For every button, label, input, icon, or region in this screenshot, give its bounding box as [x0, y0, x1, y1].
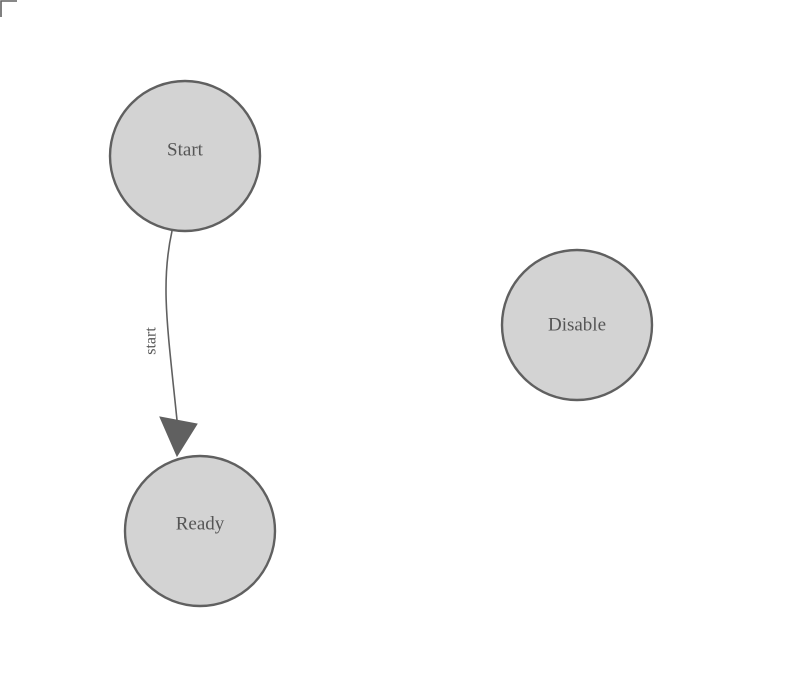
node-start[interactable]: Start: [108, 79, 262, 233]
edge-line: [165, 230, 179, 431]
node-ready[interactable]: Ready: [123, 454, 277, 608]
crop-corner-mark: [0, 0, 17, 17]
node-ready-label: Ready: [176, 513, 225, 534]
node-disable-label: Disable: [548, 314, 606, 335]
node-disable[interactable]: Disable: [500, 248, 654, 402]
edge-start-to-ready[interactable]: start: [143, 230, 198, 458]
node-start-label: Start: [167, 139, 204, 160]
node-disable-circle[interactable]: [500, 248, 654, 402]
edge-label-start: start: [143, 327, 160, 355]
arrowhead-icon: [159, 416, 198, 458]
node-start-circle[interactable]: [108, 79, 262, 233]
node-ready-circle[interactable]: [123, 454, 277, 608]
